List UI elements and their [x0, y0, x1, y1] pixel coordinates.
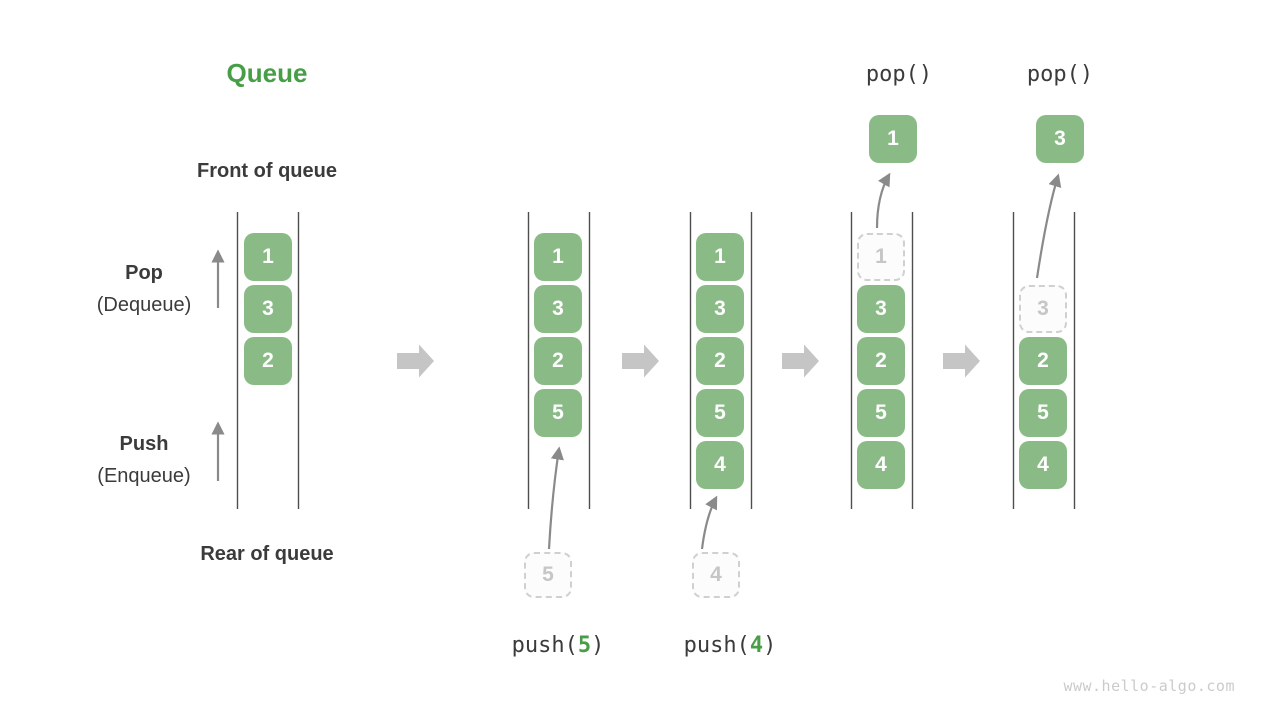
next-step-arrow-icon — [782, 344, 819, 378]
pop-label-group: Pop (Dequeue) — [59, 262, 229, 317]
push-fn-text: push( — [511, 633, 578, 658]
queue-channel-lines — [236, 212, 1076, 509]
queue-cell: 3 — [244, 285, 292, 333]
queue-cell: 1 — [534, 233, 582, 281]
next-step-arrow-icon — [397, 344, 434, 378]
pop-call-label: pop() — [865, 62, 933, 87]
push-arg-text: 5 — [577, 633, 592, 658]
push-call-label: push(5) — [478, 633, 638, 658]
queue-cell: 4 — [857, 441, 905, 489]
queue-cell: 5 — [696, 389, 744, 437]
popped-value-cell: 3 — [1036, 115, 1084, 163]
pop-trajectory-arrow-icon — [875, 172, 891, 229]
queue-cell: 1 — [696, 233, 744, 281]
pop-trajectory-arrow-icon — [1035, 173, 1062, 279]
queue-cell: 5 — [857, 389, 905, 437]
queue-cell: 2 — [534, 337, 582, 385]
diagram-title: Queue — [226, 58, 308, 88]
queue-cell: 2 — [244, 337, 292, 385]
push-label-group: Push (Enqueue) — [59, 433, 229, 488]
queue-cell: 5 — [534, 389, 582, 437]
popped-ghost-cell: 3 — [1019, 285, 1067, 333]
next-step-arrow-icon — [622, 344, 659, 378]
pending-push-cell: 5 — [524, 552, 572, 598]
queue-cell: 4 — [1019, 441, 1067, 489]
queue-cell: 2 — [696, 337, 744, 385]
queue-cell: 3 — [857, 285, 905, 333]
rear-of-queue-label: Rear of queue — [200, 543, 334, 565]
push-arg-text: 4 — [749, 633, 764, 658]
push-fn-text: push( — [683, 633, 750, 658]
popped-value-cell: 1 — [869, 115, 917, 163]
pop-label: Pop — [125, 262, 163, 284]
front-of-queue-label: Front of queue — [197, 160, 337, 182]
queue-cell: 2 — [857, 337, 905, 385]
pop-call-label: pop() — [1026, 62, 1094, 87]
dequeue-label: (Dequeue) — [96, 294, 192, 316]
push-close-text: ) — [763, 633, 777, 658]
queue-cell: 5 — [1019, 389, 1067, 437]
queue-cell: 3 — [696, 285, 744, 333]
enqueue-label: (Enqueue) — [97, 465, 191, 487]
queue-cell: 3 — [534, 285, 582, 333]
site-watermark: www.hello-algo.com — [1063, 677, 1235, 695]
pending-push-cell: 4 — [692, 552, 740, 598]
push-label: Push — [119, 433, 169, 455]
push-call-label: push(4) — [650, 633, 810, 658]
popped-ghost-cell: 1 — [857, 233, 905, 281]
next-step-arrow-icon — [943, 344, 980, 378]
push-trajectory-arrow-icon — [700, 495, 718, 550]
queue-cell: 2 — [1019, 337, 1067, 385]
push-trajectory-arrow-icon — [547, 446, 564, 550]
push-close-text: ) — [591, 633, 605, 658]
queue-cell: 1 — [244, 233, 292, 281]
queue-cell: 4 — [696, 441, 744, 489]
